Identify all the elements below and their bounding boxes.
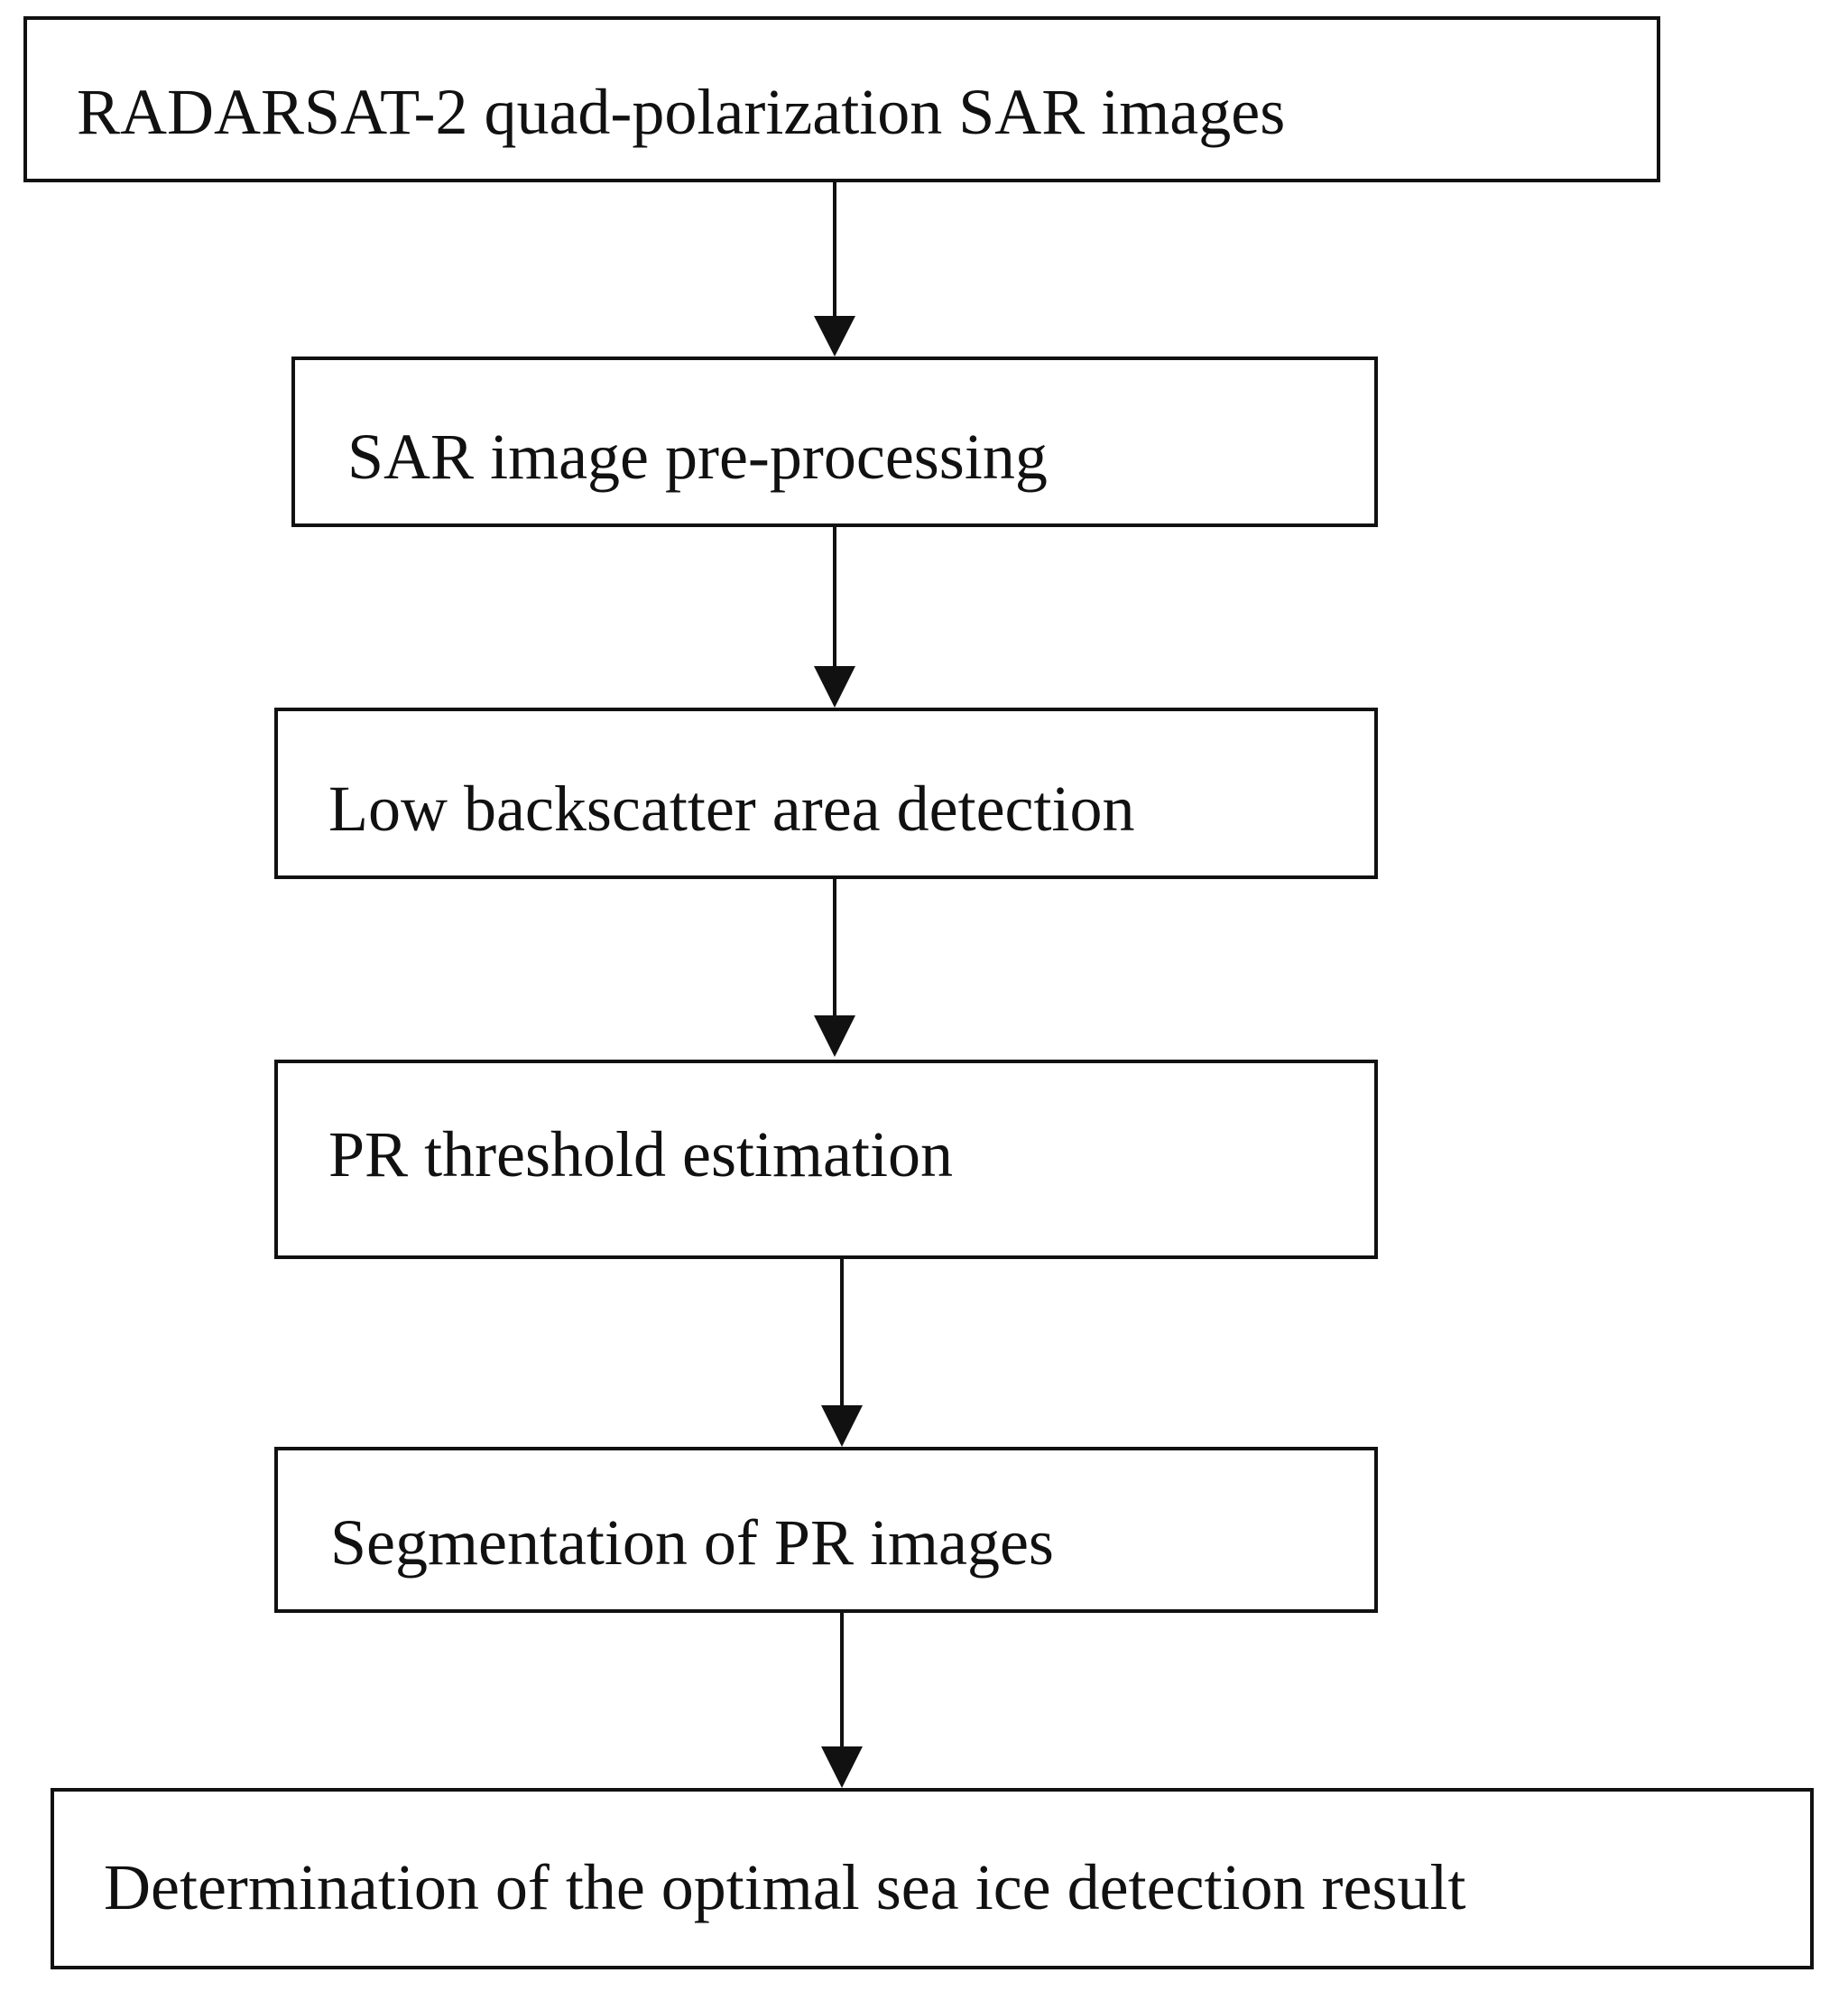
step-label-segmentation: Segmentation of PR images: [330, 1506, 1054, 1579]
arrow-input-to-preprocess: [814, 181, 855, 357]
step-box-result: [51, 1788, 1814, 1969]
step-segmentation: Segmentation of PR images: [274, 1447, 1378, 1613]
arrow-low-backscatter-to-pr-threshold: [814, 877, 855, 1057]
step-preprocess: SAR image pre-processing: [291, 357, 1378, 527]
step-box-input: [23, 16, 1660, 182]
step-low-backscatter: Low backscatter area detection: [274, 708, 1378, 879]
step-label-low-backscatter: Low backscatter area detection: [328, 773, 1135, 845]
arrow-preprocess-to-low-backscatter: [814, 525, 855, 708]
step-box-low-backscatter: [274, 708, 1378, 879]
arrow-head: [814, 1015, 855, 1057]
step-input: RADARSAT-2 quad-polarization SAR images: [23, 16, 1660, 182]
step-result: Determination of the optimal sea ice det…: [51, 1788, 1814, 1969]
step-label-input: RADARSAT-2 quad-polarization SAR images: [77, 76, 1285, 148]
arrow-head: [821, 1746, 863, 1788]
step-box-pr-threshold: [274, 1060, 1378, 1259]
step-label-result: Determination of the optimal sea ice det…: [104, 1851, 1465, 1923]
step-label-preprocess: SAR image pre-processing: [347, 421, 1048, 493]
step-box-preprocess: [291, 357, 1378, 527]
arrow-head: [814, 666, 855, 708]
step-box-segmentation: [274, 1447, 1378, 1613]
step-pr-threshold: PR threshold estimation: [274, 1060, 1378, 1259]
arrow-head: [814, 316, 855, 357]
step-label-pr-threshold: PR threshold estimation: [328, 1118, 953, 1190]
arrow-head: [821, 1405, 863, 1447]
arrow-pr-threshold-to-segmentation: [821, 1257, 863, 1447]
arrow-segmentation-to-result: [821, 1611, 863, 1788]
